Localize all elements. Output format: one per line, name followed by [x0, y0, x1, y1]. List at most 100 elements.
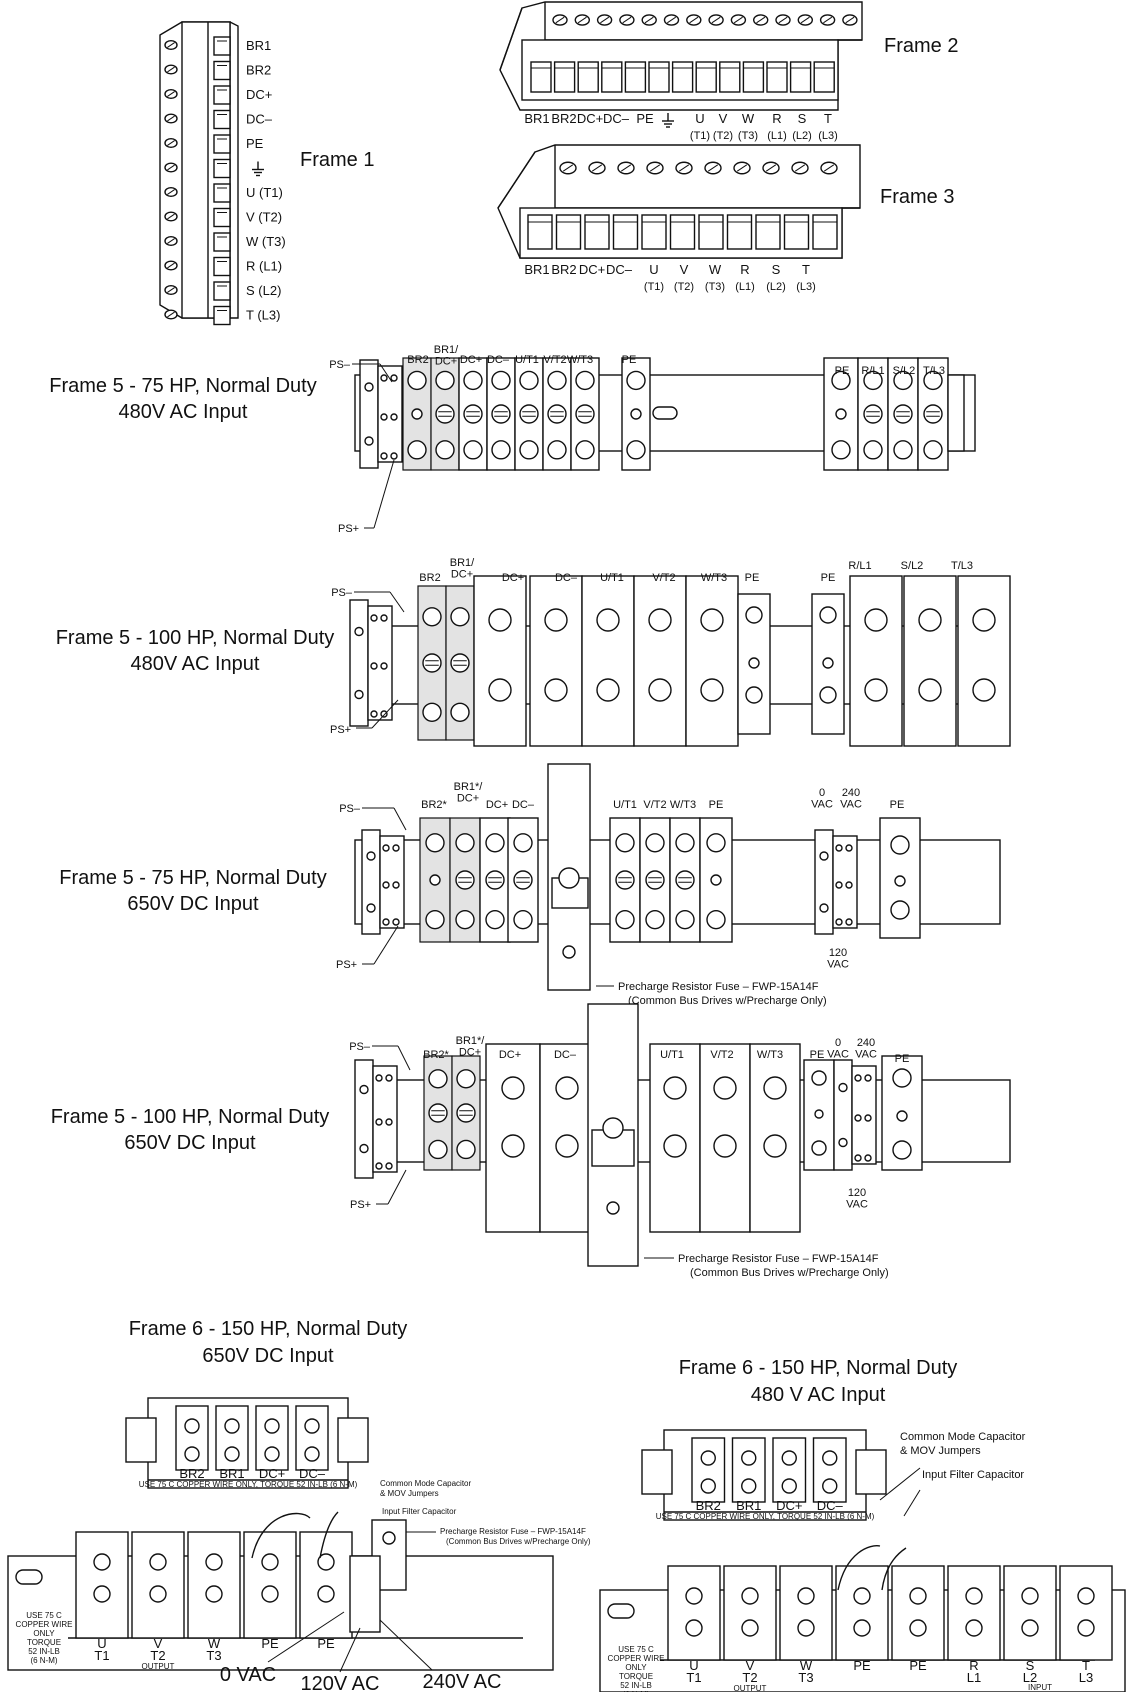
screw [710, 874, 722, 886]
frame2-terminal-sub: (T1) [690, 130, 710, 142]
frame3-terminal-label: BR1 [524, 262, 549, 277]
terminal-label: PE [821, 572, 836, 584]
screw [675, 909, 695, 930]
terminal-label: PE [622, 354, 637, 366]
terminal [849, 575, 903, 747]
strip-note: USE 75 C COPPER WIRE ONLY, TORQUE 52 IN-… [139, 1480, 358, 1489]
screw [317, 1553, 335, 1571]
ps-minus-label: PS– [331, 587, 353, 599]
screw [575, 370, 595, 391]
bottom-terminal-label: PE [261, 1636, 279, 1651]
frame1-socket [213, 158, 231, 179]
frame3-socket [812, 214, 838, 250]
label-line: BR1/ [450, 557, 475, 569]
frame2-socket [766, 61, 788, 93]
frame2-terminal-label: S [798, 111, 807, 126]
strip-note: USE 75 C COPPER WIRE ONLY, TORQUE 52 IN-… [656, 1512, 875, 1521]
screw [261, 1553, 279, 1571]
ps-clamp [359, 359, 379, 469]
frame1-terminal-label: PE [246, 136, 264, 151]
screw [547, 404, 567, 424]
screw-slot [600, 16, 610, 24]
screw [317, 1585, 335, 1603]
screw [435, 404, 455, 424]
screw [463, 440, 483, 460]
frame2-terminal-label: BR1 [524, 111, 549, 126]
screw [890, 835, 910, 855]
terminal-label: S/L2 [893, 365, 916, 377]
screw [918, 678, 942, 702]
frame3-title: Frame 3 [880, 186, 954, 208]
frame2-socket [624, 61, 647, 93]
screw [838, 1137, 848, 1148]
screw [428, 1103, 448, 1123]
wire [319, 1511, 339, 1559]
screw [894, 875, 906, 887]
frame2-socket [530, 61, 552, 93]
screw [501, 1076, 525, 1100]
screw [435, 440, 455, 460]
screw [261, 1585, 279, 1603]
screw-slot [765, 164, 777, 172]
screw-slot [167, 42, 175, 48]
frame3-top-edge [554, 145, 860, 209]
screw [390, 452, 398, 460]
frame3-terminal-label: R [740, 262, 749, 277]
ps-leader [387, 1169, 407, 1205]
screw-slot [733, 16, 743, 24]
terminal-label: BR2* [423, 1049, 449, 1061]
vac120-leader [339, 1627, 361, 1673]
frame2-terminal-label: DC– [603, 111, 630, 126]
screw [863, 440, 883, 460]
output-label: OUTPUT [142, 1662, 175, 1671]
screw [370, 662, 378, 670]
screw [685, 1619, 703, 1637]
screw [853, 1619, 871, 1637]
top-terminal-label: BR1 [219, 1466, 244, 1481]
top-terminal-label: BR2 [696, 1498, 721, 1513]
upper-rail-end [641, 1449, 673, 1495]
screw [822, 657, 834, 669]
screw [819, 903, 829, 913]
diagram-title: Frame 5 - 100 HP, Normal Duty [56, 627, 335, 649]
screw [781, 1450, 797, 1466]
screw [811, 1070, 827, 1086]
side-note: 52 IN-LB [28, 1647, 60, 1656]
terminal-label: R/L1 [848, 560, 871, 572]
screw-slot [823, 16, 833, 24]
screw [149, 1585, 167, 1603]
screw [513, 909, 533, 930]
frame1-socket [213, 281, 231, 301]
label-line: 240 [842, 787, 860, 799]
screw-slot [800, 16, 810, 24]
ps-leader [379, 363, 393, 383]
screw [854, 1114, 862, 1122]
screw [892, 1140, 912, 1160]
label-line: 0 [819, 787, 825, 799]
frame1-socket [213, 256, 231, 277]
screw [519, 370, 539, 391]
screw [819, 686, 837, 704]
screw-slot [562, 164, 574, 172]
screw [455, 833, 475, 853]
upper-rail-end [125, 1417, 157, 1463]
ps-clamp [814, 829, 834, 935]
screw [645, 870, 665, 890]
terminal [903, 575, 957, 747]
terminal-label: U/T1 [613, 799, 637, 811]
screw [488, 678, 512, 702]
screw [893, 370, 913, 391]
top-terminal-label: DC– [299, 1466, 326, 1481]
screw [555, 1134, 579, 1158]
frame3-socket [584, 214, 610, 250]
frame2-terminal-sub: (L3) [818, 130, 838, 142]
screw [923, 370, 943, 391]
side-note: TORQUE [27, 1638, 61, 1647]
screw [909, 1619, 927, 1637]
terminal-label: V/T2 [643, 799, 666, 811]
